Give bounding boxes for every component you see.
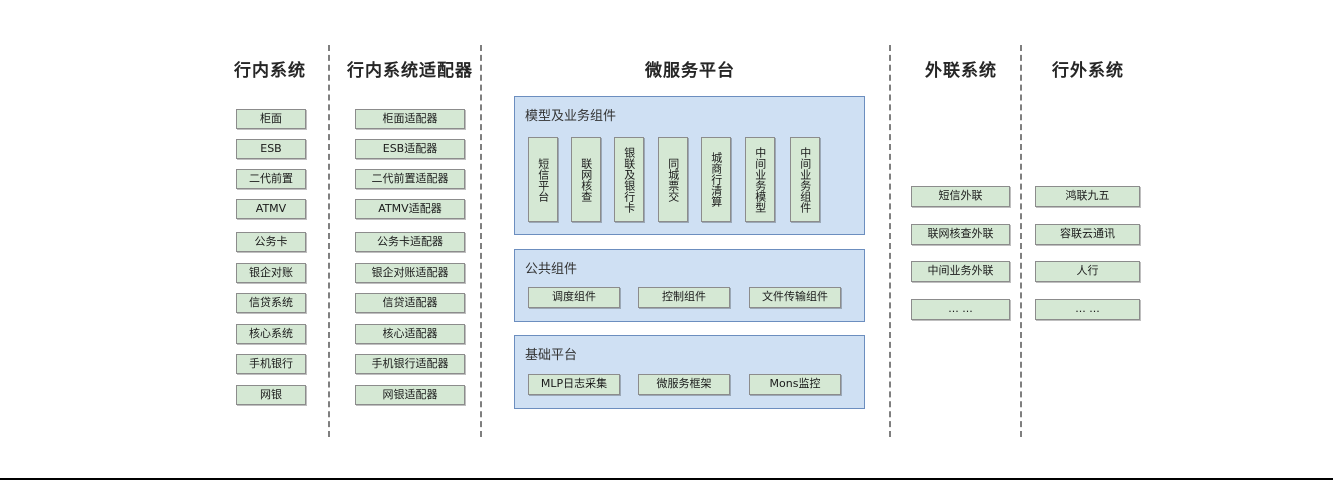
node-base-platform-2[interactable]: 微服务框架 [638,374,730,395]
node-model-component-6[interactable]: 中间业务模型 [745,137,775,222]
node-external-link-3[interactable]: 中间业务外联 [911,261,1010,282]
node-in-bank-system-7[interactable]: 信贷系统 [236,293,306,313]
node-public-component-1[interactable]: 调度组件 [528,287,620,308]
panel-title-model-business-components: 模型及业务组件 [525,109,617,124]
column-divider-1 [328,45,330,437]
node-off-bank-3[interactable]: 人行 [1035,261,1140,282]
node-in-bank-adapter-6[interactable]: 银企对账适配器 [355,263,465,283]
bottom-divider [0,478,1333,480]
node-in-bank-system-10[interactable]: 网银 [236,385,306,405]
node-in-bank-adapter-2[interactable]: ESB适配器 [355,139,465,159]
node-in-bank-system-4[interactable]: ATMV [236,199,306,219]
node-in-bank-system-9[interactable]: 手机银行 [236,354,306,374]
node-external-link-4[interactable]: ... ... [911,299,1010,320]
node-model-component-3[interactable]: 银联及银行卡 [614,137,644,222]
node-in-bank-adapter-5[interactable]: 公务卡适配器 [355,232,465,252]
panel-title-public-components: 公共组件 [525,262,578,277]
node-public-component-3[interactable]: 文件传输组件 [749,287,841,308]
node-public-component-2[interactable]: 控制组件 [638,287,730,308]
column-title-in-bank-systems: 行内系统 [234,61,306,81]
node-in-bank-adapter-10[interactable]: 网银适配器 [355,385,465,405]
node-base-platform-3[interactable]: Mons监控 [749,374,841,395]
column-title-external-link-systems: 外联系统 [925,61,997,81]
node-in-bank-system-2[interactable]: ESB [236,139,306,159]
panel-public-components [514,249,865,322]
column-divider-2 [480,45,482,437]
column-divider-4 [1020,45,1022,437]
node-model-component-2[interactable]: 联网核查 [571,137,601,222]
node-model-component-1[interactable]: 短信平台 [528,137,558,222]
node-external-link-1[interactable]: 短信外联 [911,186,1010,207]
node-in-bank-adapter-7[interactable]: 信贷适配器 [355,293,465,313]
node-in-bank-adapter-8[interactable]: 核心适配器 [355,324,465,344]
node-in-bank-adapter-9[interactable]: 手机银行适配器 [355,354,465,374]
node-in-bank-system-8[interactable]: 核心系统 [236,324,306,344]
node-in-bank-system-1[interactable]: 柜面 [236,109,306,129]
panel-title-base-platform: 基础平台 [525,348,578,363]
node-model-component-5[interactable]: 城商行清算 [701,137,731,222]
column-title-in-bank-adapters: 行内系统适配器 [347,61,473,81]
node-model-component-4[interactable]: 同城票交 [658,137,688,222]
panel-base-platform [514,335,865,409]
column-divider-3 [889,45,891,437]
node-off-bank-4[interactable]: ... ... [1035,299,1140,320]
node-in-bank-adapter-1[interactable]: 柜面适配器 [355,109,465,129]
node-base-platform-1[interactable]: MLP日志采集 [528,374,620,395]
node-off-bank-1[interactable]: 鸿联九五 [1035,186,1140,207]
column-title-microservice-platform: 微服务平台 [645,61,735,81]
node-in-bank-system-5[interactable]: 公务卡 [236,232,306,252]
node-in-bank-adapter-3[interactable]: 二代前置适配器 [355,169,465,189]
node-in-bank-system-6[interactable]: 银企对账 [236,263,306,283]
node-in-bank-system-3[interactable]: 二代前置 [236,169,306,189]
node-in-bank-adapter-4[interactable]: ATMV适配器 [355,199,465,219]
node-external-link-2[interactable]: 联网核查外联 [911,224,1010,245]
column-title-off-bank-systems: 行外系统 [1052,61,1124,81]
node-model-component-7[interactable]: 中间业务组件 [790,137,820,222]
node-off-bank-2[interactable]: 容联云通讯 [1035,224,1140,245]
